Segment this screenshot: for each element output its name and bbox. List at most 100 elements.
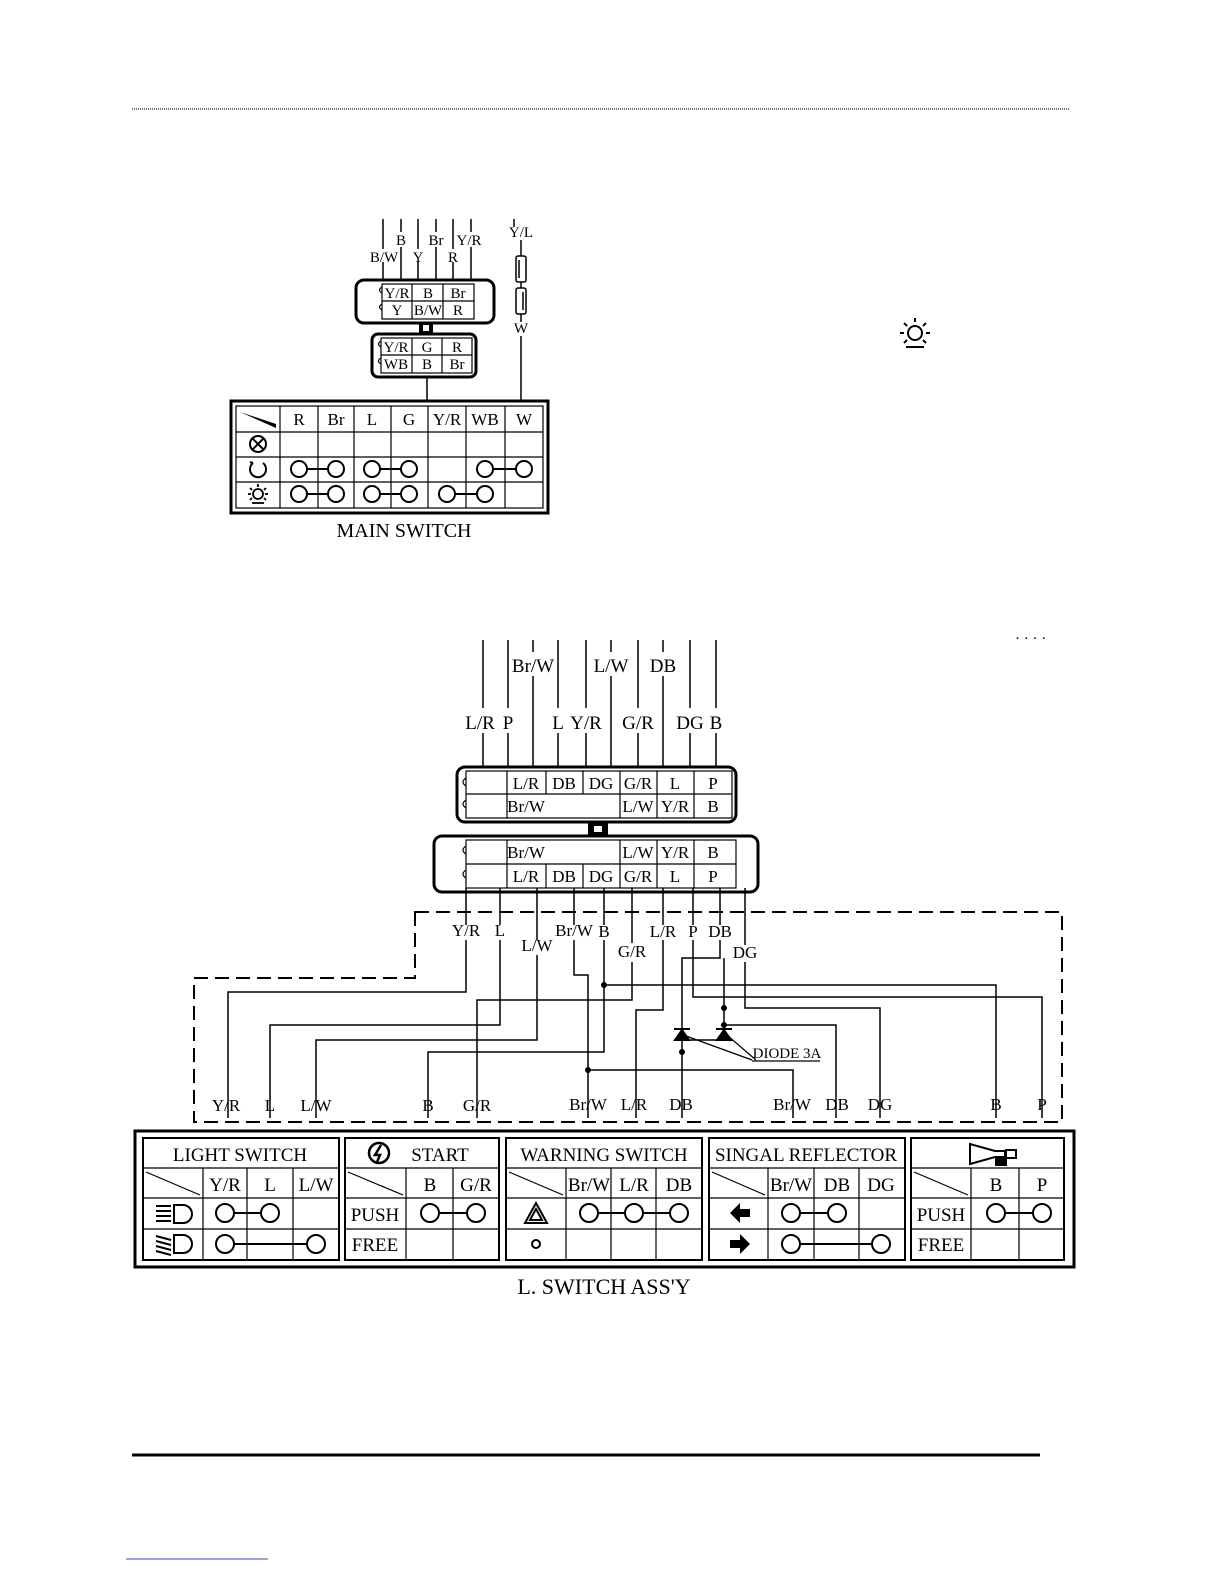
main-table-header: WB [471, 410, 498, 429]
l-switch-diagram: Br/W L/W DB L/R P L Y/R G/R DG B L/R DB … [133, 640, 1076, 1299]
lsw-top-label: L/R [465, 713, 495, 734]
lsw-conn-cell: L/W [622, 797, 654, 816]
main-table-header: R [293, 410, 305, 429]
internal-wiring [227, 888, 1043, 1118]
start-markers [420, 1203, 486, 1223]
wire-label-bw: B/W [370, 250, 399, 266]
lsw-conn-cell: Br/W [507, 797, 546, 816]
lsw-conn-cell: L/R [513, 774, 540, 793]
hazard-icon [523, 1200, 549, 1224]
wire-label-b: B [396, 233, 406, 249]
junction-dots [585, 982, 727, 1073]
start-icon [367, 1141, 391, 1165]
main-connector-lower [370, 332, 478, 379]
low-beam-icon [155, 1234, 193, 1256]
main-table-header: L [367, 410, 377, 429]
bottom-label: DG [868, 1095, 893, 1114]
start-panel [344, 1137, 500, 1261]
signal-reflector-title: SINGAL REFLECTOR [715, 1145, 897, 1166]
horn-icon [969, 1142, 1017, 1166]
lsw-conn-cell: B [707, 797, 718, 816]
harness-label: Y/R [452, 921, 481, 940]
lsw-connector-male-labels: L/R DB DG G/R L P Br/W L/W Y/R B [507, 774, 719, 816]
panel-header: B [990, 1175, 1003, 1196]
bottom-label: DB [669, 1095, 693, 1114]
warning-switch-panel [505, 1137, 703, 1261]
main-conn-l-cell: Br [450, 357, 465, 373]
panel-header: Br/W [568, 1175, 610, 1196]
panel-header: G/R [460, 1175, 492, 1196]
wire-label-w: W [514, 321, 529, 337]
bottom-label: G/R [463, 1096, 492, 1115]
panel-header: P [1037, 1175, 1048, 1196]
panel-header: Y/R [209, 1175, 241, 1196]
main-connector-upper [354, 278, 496, 325]
harness-label: B [598, 922, 609, 941]
horn-panel [910, 1137, 1065, 1261]
left-arrow-icon [730, 1203, 750, 1223]
lsw-conn-cell: Br/W [507, 843, 546, 862]
main-table-header: Y/R [433, 410, 462, 429]
on-icon [249, 461, 267, 479]
stray-dots: · · · · [1015, 631, 1046, 647]
lsw-conn-cell: Y/R [661, 843, 690, 862]
lsw-connector-female-labels: Br/W L/W Y/R B L/R DB DG G/R L P [507, 843, 719, 886]
lsw-top-label: L/W [594, 656, 629, 677]
main-table-header: W [516, 410, 533, 429]
lsw-conn-cell: L [670, 774, 680, 793]
wire-label-br: Br [429, 233, 444, 249]
wire-label-yl: Y/L [509, 225, 533, 241]
main-conn-u-cell: Y/R [384, 286, 409, 302]
harness-label: Br/W [555, 921, 594, 940]
bottom-label: L [265, 1096, 275, 1115]
main-conn-u-cell: Y [392, 303, 403, 319]
light-position-icon [900, 318, 930, 348]
wire-label-r: R [448, 250, 458, 266]
right-arrow-icon [730, 1234, 750, 1254]
lsw-top-label: Y/R [570, 713, 602, 734]
bottom-label: B [422, 1096, 433, 1115]
off-icon [249, 435, 267, 453]
lsw-conn-cell: G/R [624, 774, 653, 793]
lsw-conn-cell: L/W [622, 843, 654, 862]
bottom-label: Br/W [569, 1095, 608, 1114]
panel-header: DG [867, 1175, 895, 1196]
lsw-conn-cell: B [707, 843, 718, 862]
panel-header: Br/W [770, 1175, 812, 1196]
lsw-conn-cell: P [708, 774, 717, 793]
bottom-label: L/W [300, 1096, 332, 1115]
l-switch-title: L. SWITCH ASS'Y [517, 1274, 690, 1299]
main-conn-u-cell: Br [451, 286, 466, 302]
lsw-top-label: DB [650, 656, 676, 677]
row-label-free: FREE [918, 1235, 964, 1256]
bottom-label: P [1037, 1095, 1046, 1114]
diode-leader [685, 1035, 820, 1062]
harness-label: DB [708, 922, 732, 941]
lsw-top-label: G/R [622, 713, 654, 734]
lsw-top-label: B [710, 713, 723, 734]
lsw-conn-cell: DG [589, 867, 614, 886]
harness-label: L/W [521, 936, 553, 955]
panel-header: DB [824, 1175, 850, 1196]
lsw-top-label: L [552, 713, 564, 734]
bottom-label: Y/R [212, 1096, 241, 1115]
main-conn-l-cell: Y/R [383, 340, 408, 356]
lsw-conn-cell: DB [552, 774, 576, 793]
bottom-label: B [990, 1095, 1001, 1114]
lsw-conn-cell: DB [552, 867, 576, 886]
bottom-wire-labels: Y/R L L/W B G/R Br/W L/R DB Br/W DB DG B… [212, 1095, 1047, 1115]
lsw-connector-male [455, 765, 738, 824]
lsw-top-label: DG [676, 713, 704, 734]
harness-label: L [495, 921, 505, 940]
bottom-label: L/R [621, 1095, 648, 1114]
harness-label: P [688, 922, 697, 941]
signal-markers [781, 1203, 891, 1254]
lsw-conn-cell: DG [589, 774, 614, 793]
harness-label: L/R [650, 922, 677, 941]
bottom-label: DB [825, 1095, 849, 1114]
main-conn-u-cell: B/W [414, 303, 443, 319]
panel-header: B [424, 1175, 437, 1196]
light-switch-markers [215, 1203, 326, 1254]
main-conn-l-cell: WB [384, 357, 408, 373]
